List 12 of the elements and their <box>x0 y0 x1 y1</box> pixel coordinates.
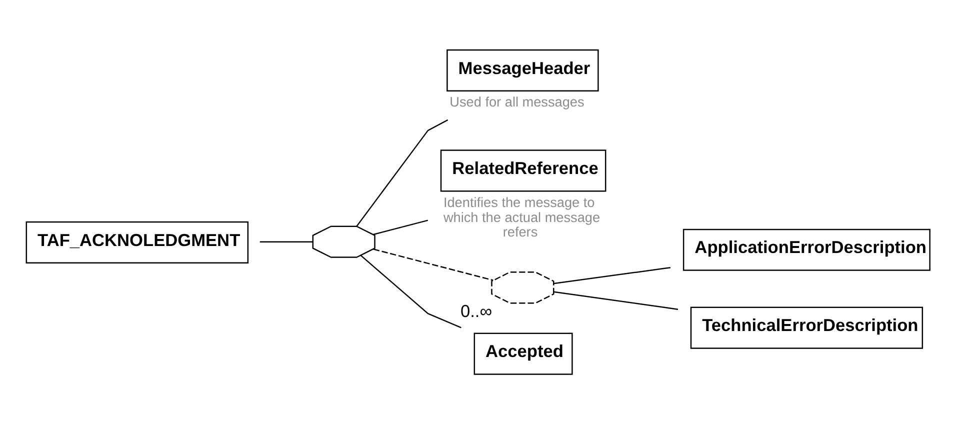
connector <box>554 266 671 284</box>
connector <box>373 220 428 236</box>
node-octagon <box>312 226 376 258</box>
connector <box>260 241 313 242</box>
node-label: 0..∞ <box>460 300 492 321</box>
connector <box>360 254 462 328</box>
connector <box>356 119 448 227</box>
connector <box>373 248 494 281</box>
node-label: Used for all messages <box>450 94 584 110</box>
node-octagon <box>491 272 554 304</box>
connector <box>554 291 678 310</box>
node-label: Identifies the message to which the actual message refers <box>443 194 600 240</box>
